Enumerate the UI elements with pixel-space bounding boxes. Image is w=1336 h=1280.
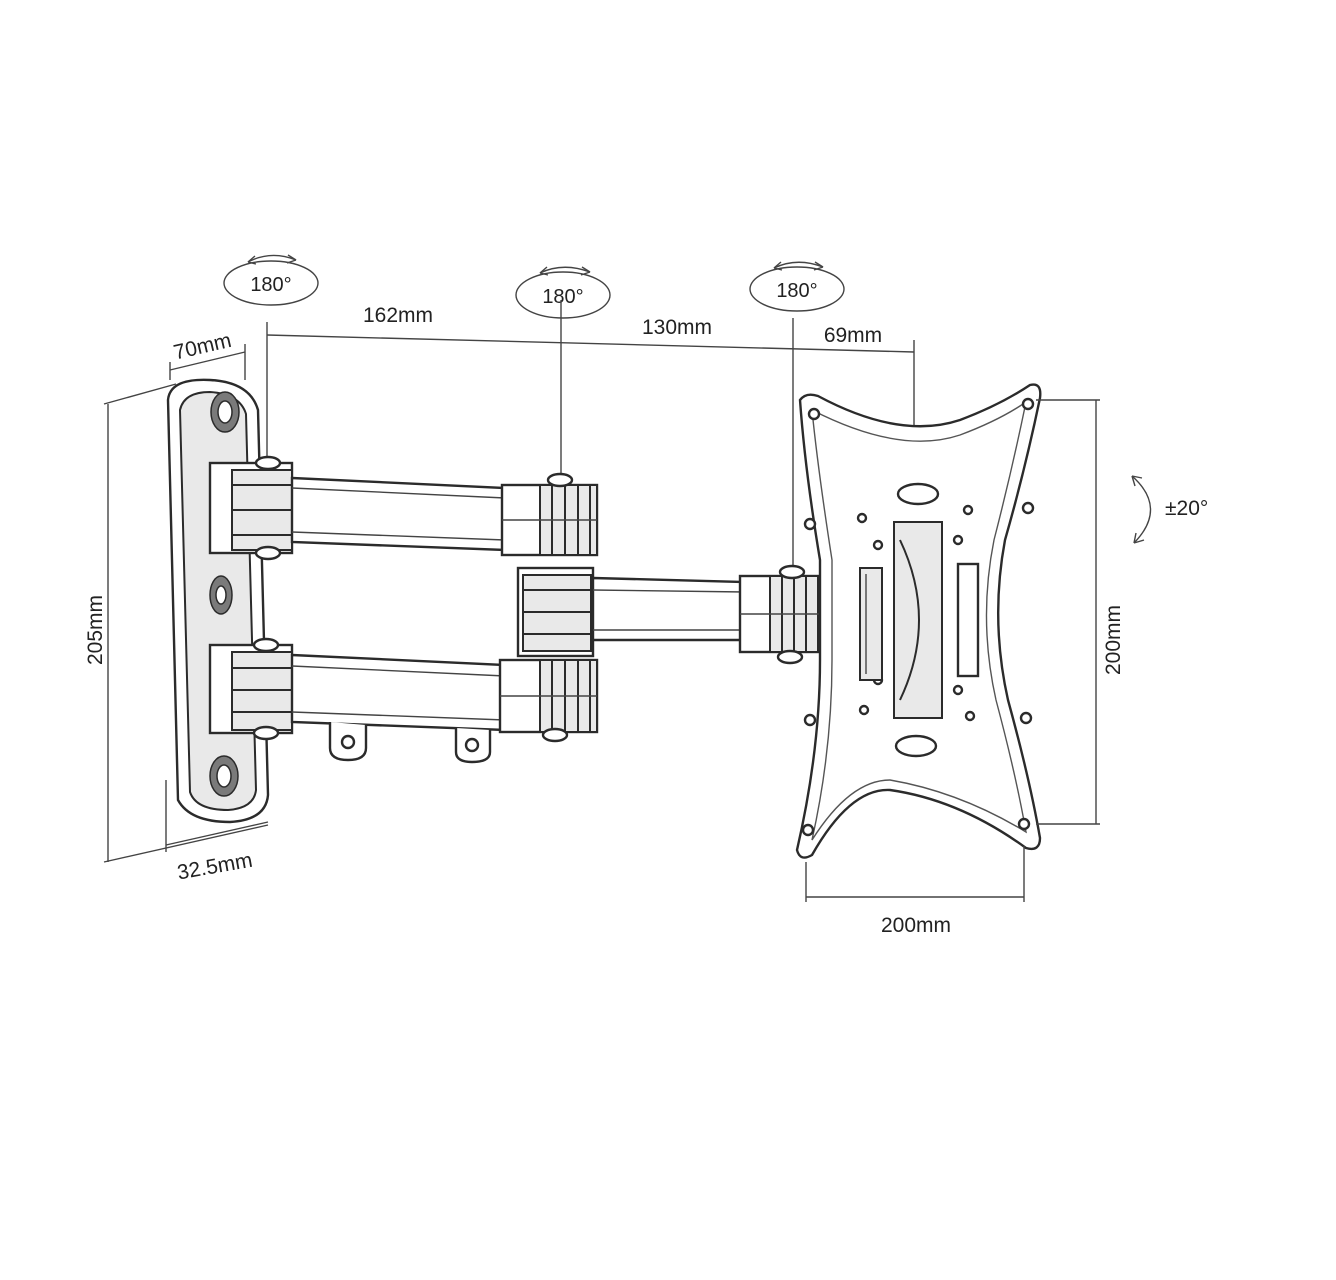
lower-arm [208,637,599,764]
tilt-label: ±20° [1165,497,1208,520]
plate-offset-label: 69mm [824,324,882,347]
vesa-hole [1019,711,1033,725]
rotation-indicator-mid: 180° [515,266,611,319]
wall-plate-width-label: 70mm [172,329,234,365]
top-dimension-lines: 162mm 130mm 69mm [266,300,915,570]
tilt-indicator: ±20° [1131,475,1208,544]
rotation-label-wall: 180° [250,274,291,296]
upper-arm [208,455,599,561]
vesa-hole [803,713,817,727]
rotation-indicator-plate: 180° [749,261,845,312]
rotation-label-mid: 180° [542,286,583,308]
arm2-length-label: 130mm [642,316,712,339]
wall-plate-height-label: 205mm [84,595,107,665]
wall-plate-depth-label: 32.5mm [176,849,255,885]
wall-plate [166,378,270,824]
rotation-label-plate: 180° [776,280,817,302]
vesa-plate [795,383,1042,859]
rotation-indicator-wall: 180° [223,254,319,306]
second-arm [516,564,832,665]
vesa-width-label: 200mm [881,914,951,937]
vesa-slot-bottom [894,734,938,758]
vesa-height-label: 200mm [1102,605,1125,675]
vesa-slot-top [896,482,940,506]
vesa-dimensions: 200mm 200mm [805,399,1125,937]
vesa-hole [1017,817,1031,831]
vesa-hole [801,823,815,837]
vesa-hole [803,517,817,531]
vesa-hole [1021,397,1035,411]
arm1-length-label: 162mm [363,304,433,327]
vesa-hole [807,407,821,421]
vesa-hole [1021,501,1035,515]
